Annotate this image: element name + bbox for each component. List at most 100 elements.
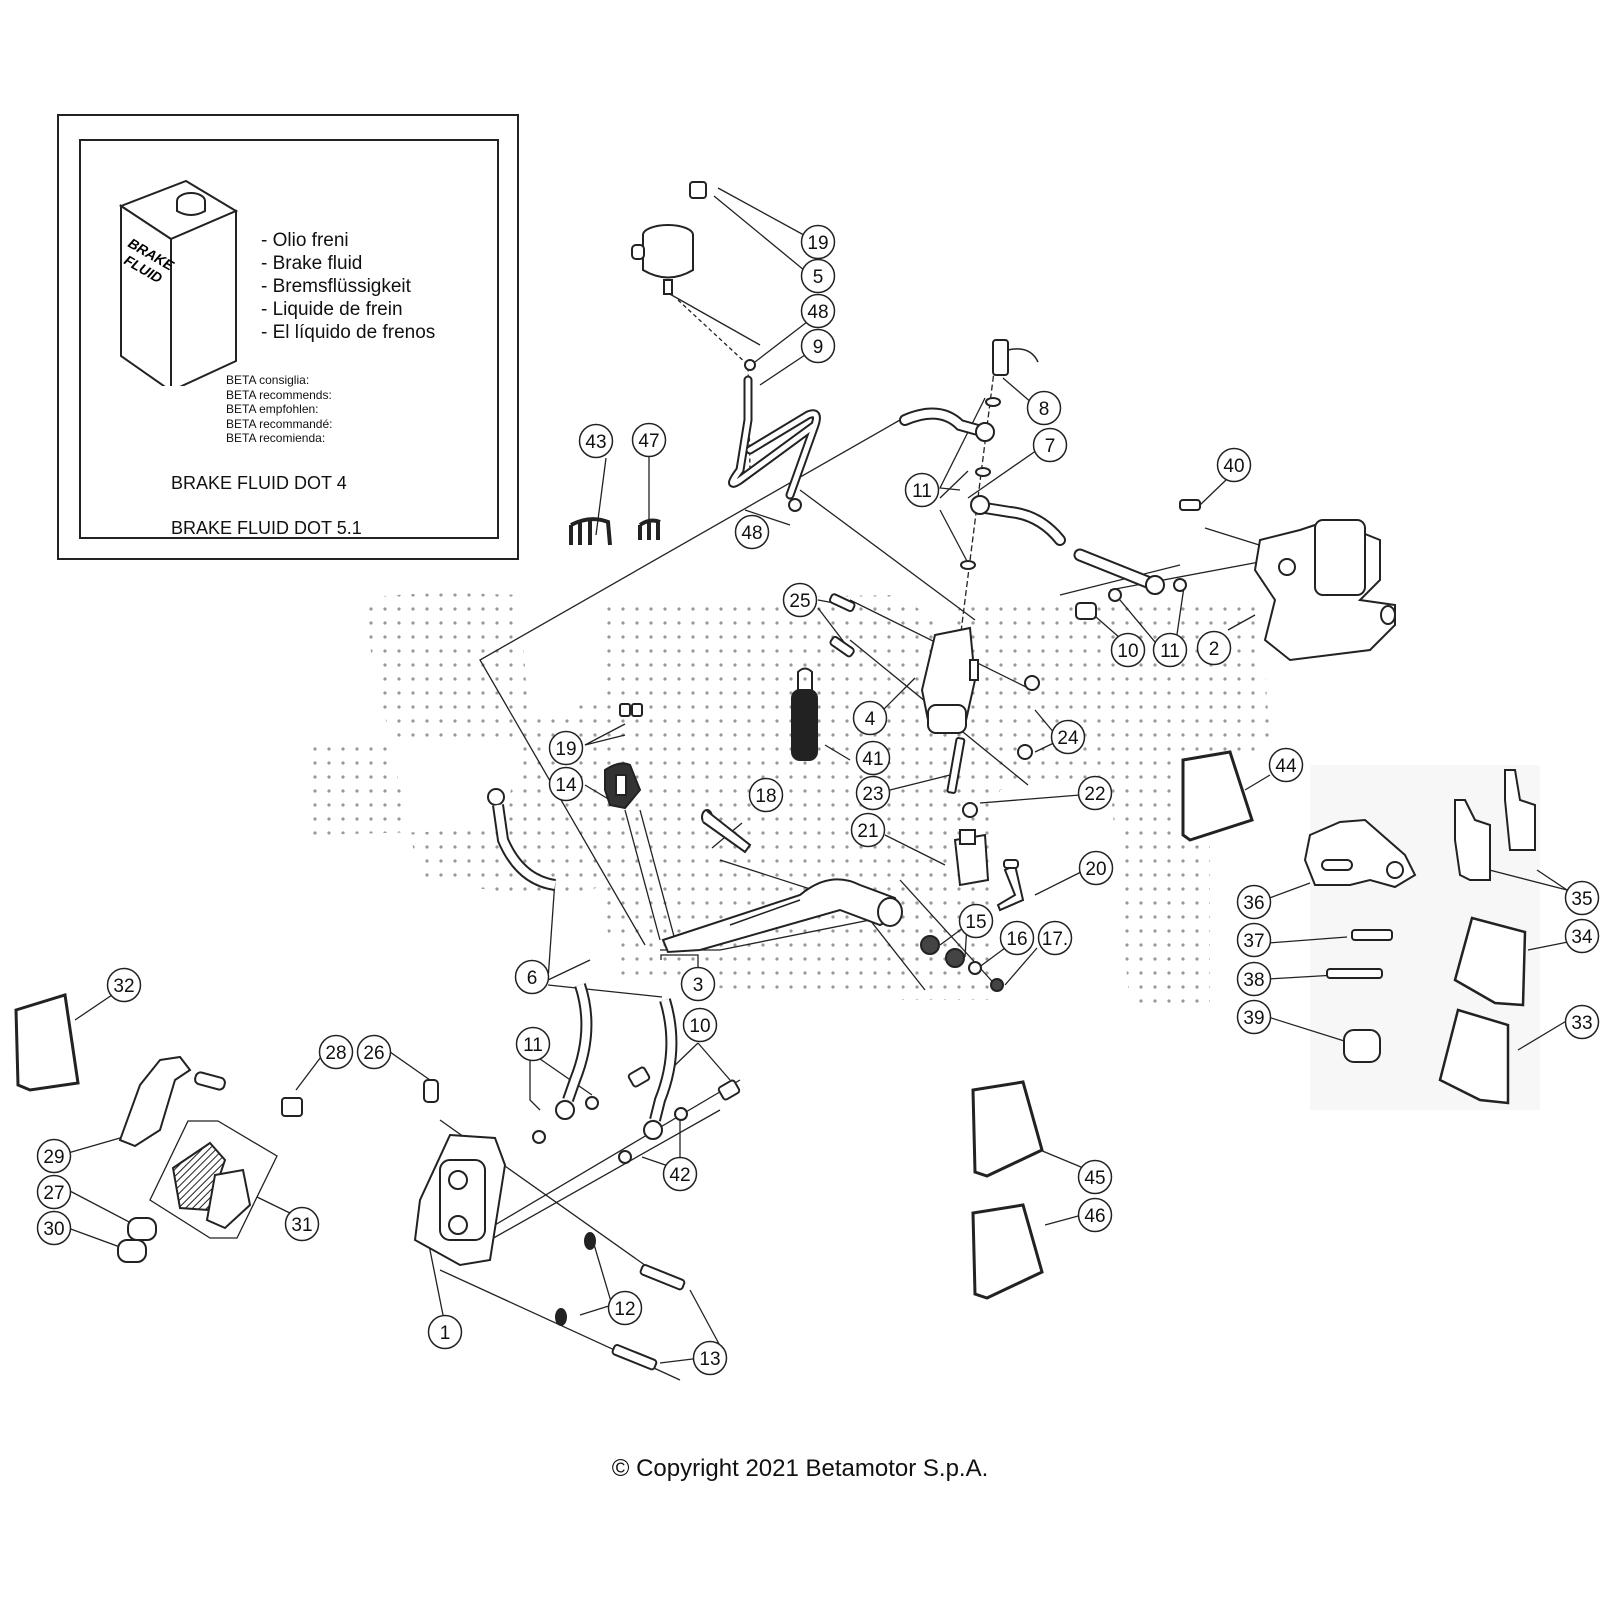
callout-hose-clamp[interactable]: 48 xyxy=(800,293,836,329)
callout-number: 17. xyxy=(1042,929,1068,950)
callout-number: 5 xyxy=(813,267,824,288)
banjo-bolt-part xyxy=(1075,602,1097,620)
callout-kit-bag[interactable]: 45 xyxy=(1077,1159,1113,1195)
callout-circle xyxy=(800,293,836,329)
fluid-name-it: - Olio freni xyxy=(261,230,349,251)
rear-brake-pedal-part xyxy=(661,878,903,954)
recommend-de: BETA empfohlen: xyxy=(226,402,319,416)
callout-lock-nut[interactable]: 22 xyxy=(1077,775,1113,811)
callout-copper-washer[interactable]: 42 xyxy=(662,1156,698,1192)
copper-washer-part xyxy=(975,467,991,477)
callout-banjo-bolt[interactable]: 10 xyxy=(1110,632,1146,668)
bushing-part xyxy=(945,948,965,968)
callout-circle xyxy=(548,766,584,802)
callout-number: 37 xyxy=(1243,931,1264,952)
callout-washer[interactable]: 16 xyxy=(999,920,1035,956)
callout-pad-spring[interactable]: 28 xyxy=(318,1034,354,1070)
callout-copper-washer[interactable]: 11 xyxy=(515,1026,551,1062)
callout-rear-brake-hose[interactable]: 7 xyxy=(1032,427,1068,463)
banjo-bolt-part xyxy=(717,1079,741,1101)
callout-screw[interactable]: 19 xyxy=(548,730,584,766)
callout-kit-bag[interactable]: 46 xyxy=(1077,1197,1113,1233)
callout-clip[interactable]: 43 xyxy=(578,423,614,459)
callout-push-rod[interactable]: 23 xyxy=(855,775,891,811)
callout-caliper-piston[interactable]: 27 xyxy=(36,1174,72,1210)
callout-master-cylinder-screw[interactable]: 25 xyxy=(782,582,818,618)
callout-pad-pin[interactable]: 38 xyxy=(1236,961,1272,997)
callout-washer[interactable]: 12 xyxy=(607,1290,643,1326)
callout-bushing[interactable]: 15 xyxy=(958,903,994,939)
callout-kit-bag[interactable]: 34 xyxy=(1564,918,1600,954)
callout-banjo-bolt[interactable]: 10 xyxy=(682,1007,718,1043)
callout-nut[interactable]: 24 xyxy=(1050,719,1086,755)
pad-pin-part xyxy=(1326,968,1383,979)
callout-circle xyxy=(800,328,836,364)
callout-number: 2 xyxy=(1209,639,1220,660)
callout-circle xyxy=(1110,632,1146,668)
callout-front-brake-hose[interactable]: 6 xyxy=(514,959,550,995)
callout-pedal-pivot-pin[interactable]: 18 xyxy=(748,777,784,813)
callout-clevis[interactable]: 21 xyxy=(850,812,886,848)
callout-bleed-valve[interactable]: 40 xyxy=(1216,447,1252,483)
callout-number: 48 xyxy=(741,523,762,544)
callout-number: 8 xyxy=(1039,399,1050,420)
callout-rear-brake-pads[interactable]: 35 xyxy=(1564,880,1600,916)
callout-circle xyxy=(1032,427,1068,463)
callout-circle xyxy=(427,1314,463,1350)
callout-number: 36 xyxy=(1243,893,1264,914)
callout-circle xyxy=(284,1206,320,1242)
rear-brake-pads-part xyxy=(1454,769,1536,881)
callout-caliper-bracket[interactable]: 29 xyxy=(36,1138,72,1174)
callout-front-brake-pads[interactable]: 31 xyxy=(284,1206,320,1242)
callout-circle xyxy=(680,966,716,1002)
callout-pedal-tip[interactable]: 14 xyxy=(548,766,584,802)
callout-kit-bag[interactable]: 44 xyxy=(1268,747,1304,783)
callout-reservoir-cap-screw[interactable]: 19 xyxy=(800,224,836,260)
callout-kit-bag[interactable]: 33 xyxy=(1564,1004,1600,1040)
callout-number: 42 xyxy=(669,1165,690,1186)
master-cylinder-screw-part xyxy=(828,593,856,613)
callout-bracket-pin[interactable]: 37 xyxy=(1236,922,1272,958)
callout-number: 14 xyxy=(555,775,577,796)
callout-reservoir-hose[interactable]: 9 xyxy=(800,328,836,364)
callout-rear-master-cylinder[interactable]: 4 xyxy=(852,700,888,736)
callout-kit-bag[interactable]: 32 xyxy=(106,967,142,1003)
callout-return-spring[interactable]: 41 xyxy=(855,740,891,776)
fluid-name-en: - Brake fluid xyxy=(261,253,363,274)
copper-washer-part xyxy=(585,1096,599,1110)
callout-circle xyxy=(734,514,770,550)
callout-rear-brake-caliper[interactable]: 2 xyxy=(1196,630,1232,666)
callout-hose-clamp[interactable]: 48 xyxy=(734,514,770,550)
callout-number: 11 xyxy=(523,1035,543,1056)
callout-caliper-bracket[interactable]: 36 xyxy=(1236,884,1272,920)
callout-bleed-valve[interactable]: 26 xyxy=(356,1034,392,1070)
callout-number: 9 xyxy=(813,337,824,358)
callout-copper-washer[interactable]: 11 xyxy=(1152,632,1188,668)
callout-number: 31 xyxy=(291,1215,312,1236)
callout-circle xyxy=(1077,1159,1113,1195)
callout-clip[interactable]: 47 xyxy=(631,422,667,458)
callout-rear-brake-pedal[interactable]: 3 xyxy=(680,966,716,1002)
callout-copper-washer[interactable]: 11 xyxy=(904,472,940,508)
callout-caliper-piston[interactable]: 39 xyxy=(1236,999,1272,1035)
callout-caliper-piston[interactable]: 30 xyxy=(36,1210,72,1246)
copyright-notice: © Copyright 2021 Betamotor S.p.A. xyxy=(611,1455,989,1482)
callout-clevis-pin[interactable]: 20 xyxy=(1078,850,1114,886)
callout-brake-light-switch[interactable]: 8 xyxy=(1026,390,1062,426)
callout-circle xyxy=(631,422,667,458)
callout-circle xyxy=(1196,630,1232,666)
callout-number: 23 xyxy=(862,784,883,805)
callout-nut[interactable]: 17. xyxy=(1037,920,1073,956)
callout-brake-fluid-reservoir[interactable]: 5 xyxy=(800,258,836,294)
callout-front-brake-caliper[interactable]: 1 xyxy=(427,1314,463,1350)
caliper-bracket-front-part xyxy=(118,1055,226,1148)
callout-caliper-screw[interactable]: 13 xyxy=(692,1340,728,1376)
callout-number: 40 xyxy=(1223,456,1244,477)
caliper-screw-part xyxy=(639,1264,686,1291)
callout-number: 27 xyxy=(43,1183,64,1204)
front-brake-caliper-part xyxy=(413,1133,507,1267)
copper-washer-part xyxy=(532,1130,546,1144)
clip-part xyxy=(638,518,661,540)
callout-number: 12 xyxy=(614,1299,635,1320)
callout-circle xyxy=(1236,961,1272,997)
